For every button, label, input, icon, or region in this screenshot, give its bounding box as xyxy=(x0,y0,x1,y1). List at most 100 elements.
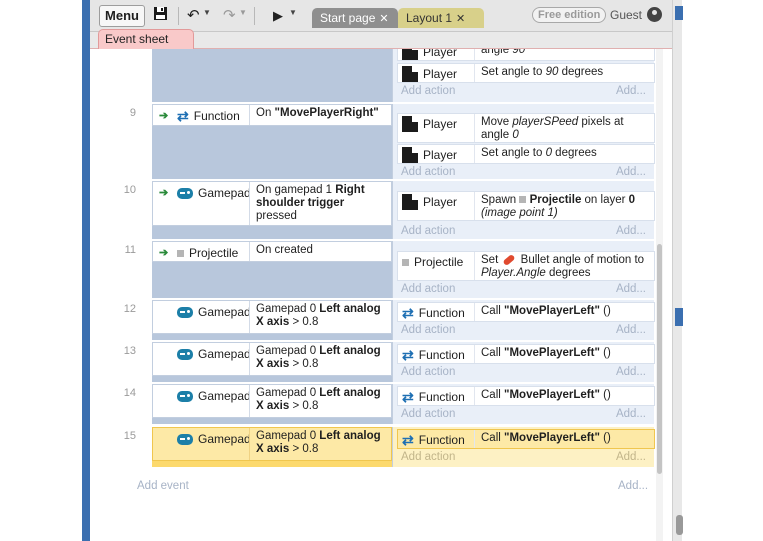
condition-object: Gamepad xyxy=(177,346,251,362)
action-object: Player xyxy=(402,66,457,82)
event-number: 9 xyxy=(129,107,136,119)
condition-block[interactable] xyxy=(152,49,392,102)
condition-object-name: Gamepad xyxy=(198,347,251,361)
condition-text: On "MovePlayerRight" xyxy=(249,105,393,125)
action[interactable]: Player Set angle to 0 degrees xyxy=(397,144,655,164)
toolbar-separator xyxy=(254,7,255,25)
add-action-more-link[interactable]: Add... xyxy=(615,85,646,97)
add-action-link[interactable]: Add action xyxy=(401,85,456,97)
add-action-link[interactable]: Add action xyxy=(401,408,456,420)
player-sprite-icon xyxy=(402,147,418,163)
condition-object-name: Gamepad xyxy=(198,186,251,200)
player-sprite-icon xyxy=(402,66,418,82)
user-label[interactable]: Guest xyxy=(610,8,643,22)
edition-badge[interactable]: Free edition xyxy=(532,7,607,23)
editor-window: Menu ↶ ▼ ↷ ▼ ▶ ▼ Start page✕ Layout 1✕ F… xyxy=(90,0,672,541)
action-object-name: Player xyxy=(423,49,458,59)
add-action-more-link[interactable]: Add... xyxy=(615,324,646,336)
user-avatar-icon[interactable] xyxy=(647,7,662,22)
undo-icon[interactable]: ↶ xyxy=(187,7,200,24)
menu-button[interactable]: Menu xyxy=(99,5,145,27)
add-action-link[interactable]: Add action xyxy=(401,451,456,463)
event-number: 10 xyxy=(123,184,136,196)
tab-label: Start page xyxy=(320,11,376,25)
condition-object: Gamepad xyxy=(177,388,251,404)
add-action-more-link[interactable]: Add... xyxy=(615,366,646,378)
add-action-link[interactable]: Add action xyxy=(401,225,456,237)
right-panel-scroll-thumb[interactable] xyxy=(676,515,683,535)
tab-event-sheet-1[interactable]: Event sheet 1✕ xyxy=(98,29,194,64)
main-toolbar: Menu ↶ ▼ ↷ ▼ ▶ ▼ Start page✕ Layout 1✕ F… xyxy=(90,0,672,32)
redo-icon[interactable]: ↷ xyxy=(223,7,236,24)
close-icon[interactable]: ✕ xyxy=(456,13,466,25)
add-action-link[interactable]: Add action xyxy=(401,324,456,336)
event-number: 12 xyxy=(123,303,136,315)
add-action-link[interactable]: Add action xyxy=(401,283,456,295)
action-text: Call "MovePlayerLeft" () xyxy=(474,303,656,321)
chevron-down-icon[interactable]: ▼ xyxy=(289,8,297,17)
action-text: Set angle to 0 degrees xyxy=(474,145,656,163)
add-action-link[interactable]: Add action xyxy=(401,366,456,378)
add-event-link[interactable]: Add event xyxy=(137,480,189,492)
play-icon[interactable]: ▶ xyxy=(273,8,283,23)
tab-start-page[interactable]: Start page✕ xyxy=(312,8,398,28)
add-action-more-link[interactable]: Add... xyxy=(615,408,646,420)
vertical-scrollbar[interactable] xyxy=(656,49,663,541)
action-object-name: Player xyxy=(423,148,458,162)
condition-text: Gamepad 0 Left analog X axis > 0.8 xyxy=(249,428,393,460)
add-action-link[interactable]: Add action xyxy=(401,166,456,178)
action-text: Call "MovePlayerLeft" () xyxy=(474,387,656,405)
action-object: Player xyxy=(402,147,457,163)
close-icon[interactable]: ✕ xyxy=(379,13,389,25)
right-panel-tab[interactable] xyxy=(675,6,683,20)
condition-object: Gamepad xyxy=(177,185,251,201)
chevron-down-icon[interactable]: ▼ xyxy=(239,8,247,17)
scrollbar-thumb[interactable] xyxy=(657,244,662,474)
add-event-more-link[interactable]: Add... xyxy=(618,480,649,492)
add-action-more-link[interactable]: Add... xyxy=(615,225,646,237)
left-panel-strip xyxy=(82,0,90,541)
chevron-down-icon[interactable]: ▼ xyxy=(203,8,211,17)
floppy-disk-icon[interactable] xyxy=(153,6,168,26)
tab-layout-1[interactable]: Layout 1✕ xyxy=(398,8,484,28)
add-action-more-link[interactable]: Add... xyxy=(615,283,646,295)
action-text: angle 90 xyxy=(474,49,656,60)
right-panel-tab[interactable] xyxy=(675,308,683,326)
condition-object-name: Function xyxy=(193,109,240,123)
add-action-more-link[interactable]: Add... xyxy=(615,451,646,463)
action[interactable]: Player angle 90 xyxy=(397,49,655,61)
add-action-more-link[interactable]: Add... xyxy=(615,166,646,178)
